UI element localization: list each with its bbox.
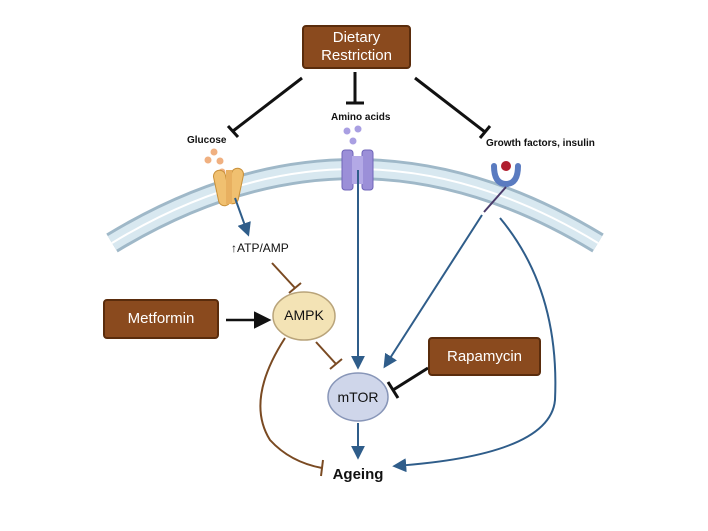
growth-factors-to-ageing-arrow [392, 217, 557, 473]
ageing-label: Ageing [332, 466, 384, 483]
atp-amp-label: ↑ATP/AMP [231, 241, 289, 255]
growth-factor-receptor-icon [483, 161, 521, 213]
rapamycin-inhibits-mtor [386, 366, 429, 399]
dr-inhibits-glucose [226, 76, 303, 139]
rapamycin-box: Rapamycin [428, 337, 541, 376]
glucose-label: Glucose [187, 135, 227, 146]
mtor-node-shape [327, 372, 389, 422]
atp-inhibits-ampk [271, 262, 302, 294]
growth-factors-label: Growth factors, insulin [486, 138, 595, 149]
dietary-restriction-box: Dietary Restriction [302, 25, 411, 69]
dr-inhibits-amino-acids [346, 72, 364, 105]
mtor-label: mTOR [337, 389, 379, 405]
ampk-inhibits-mtor [315, 341, 343, 370]
glucose-transporter-icon [204, 148, 244, 207]
glucose-to-atp-arrow [234, 197, 251, 237]
dr-inhibits-growth-factors [414, 76, 492, 139]
ampk-label: AMPK [284, 307, 324, 323]
growth-factors-to-mtor-arrow [383, 214, 483, 369]
ampk-node-shape [272, 291, 336, 341]
amino-acids-label: Amino acids [331, 112, 391, 123]
metformin-box: Metformin [103, 299, 219, 339]
ampk-inhibits-ageing [259, 337, 324, 477]
